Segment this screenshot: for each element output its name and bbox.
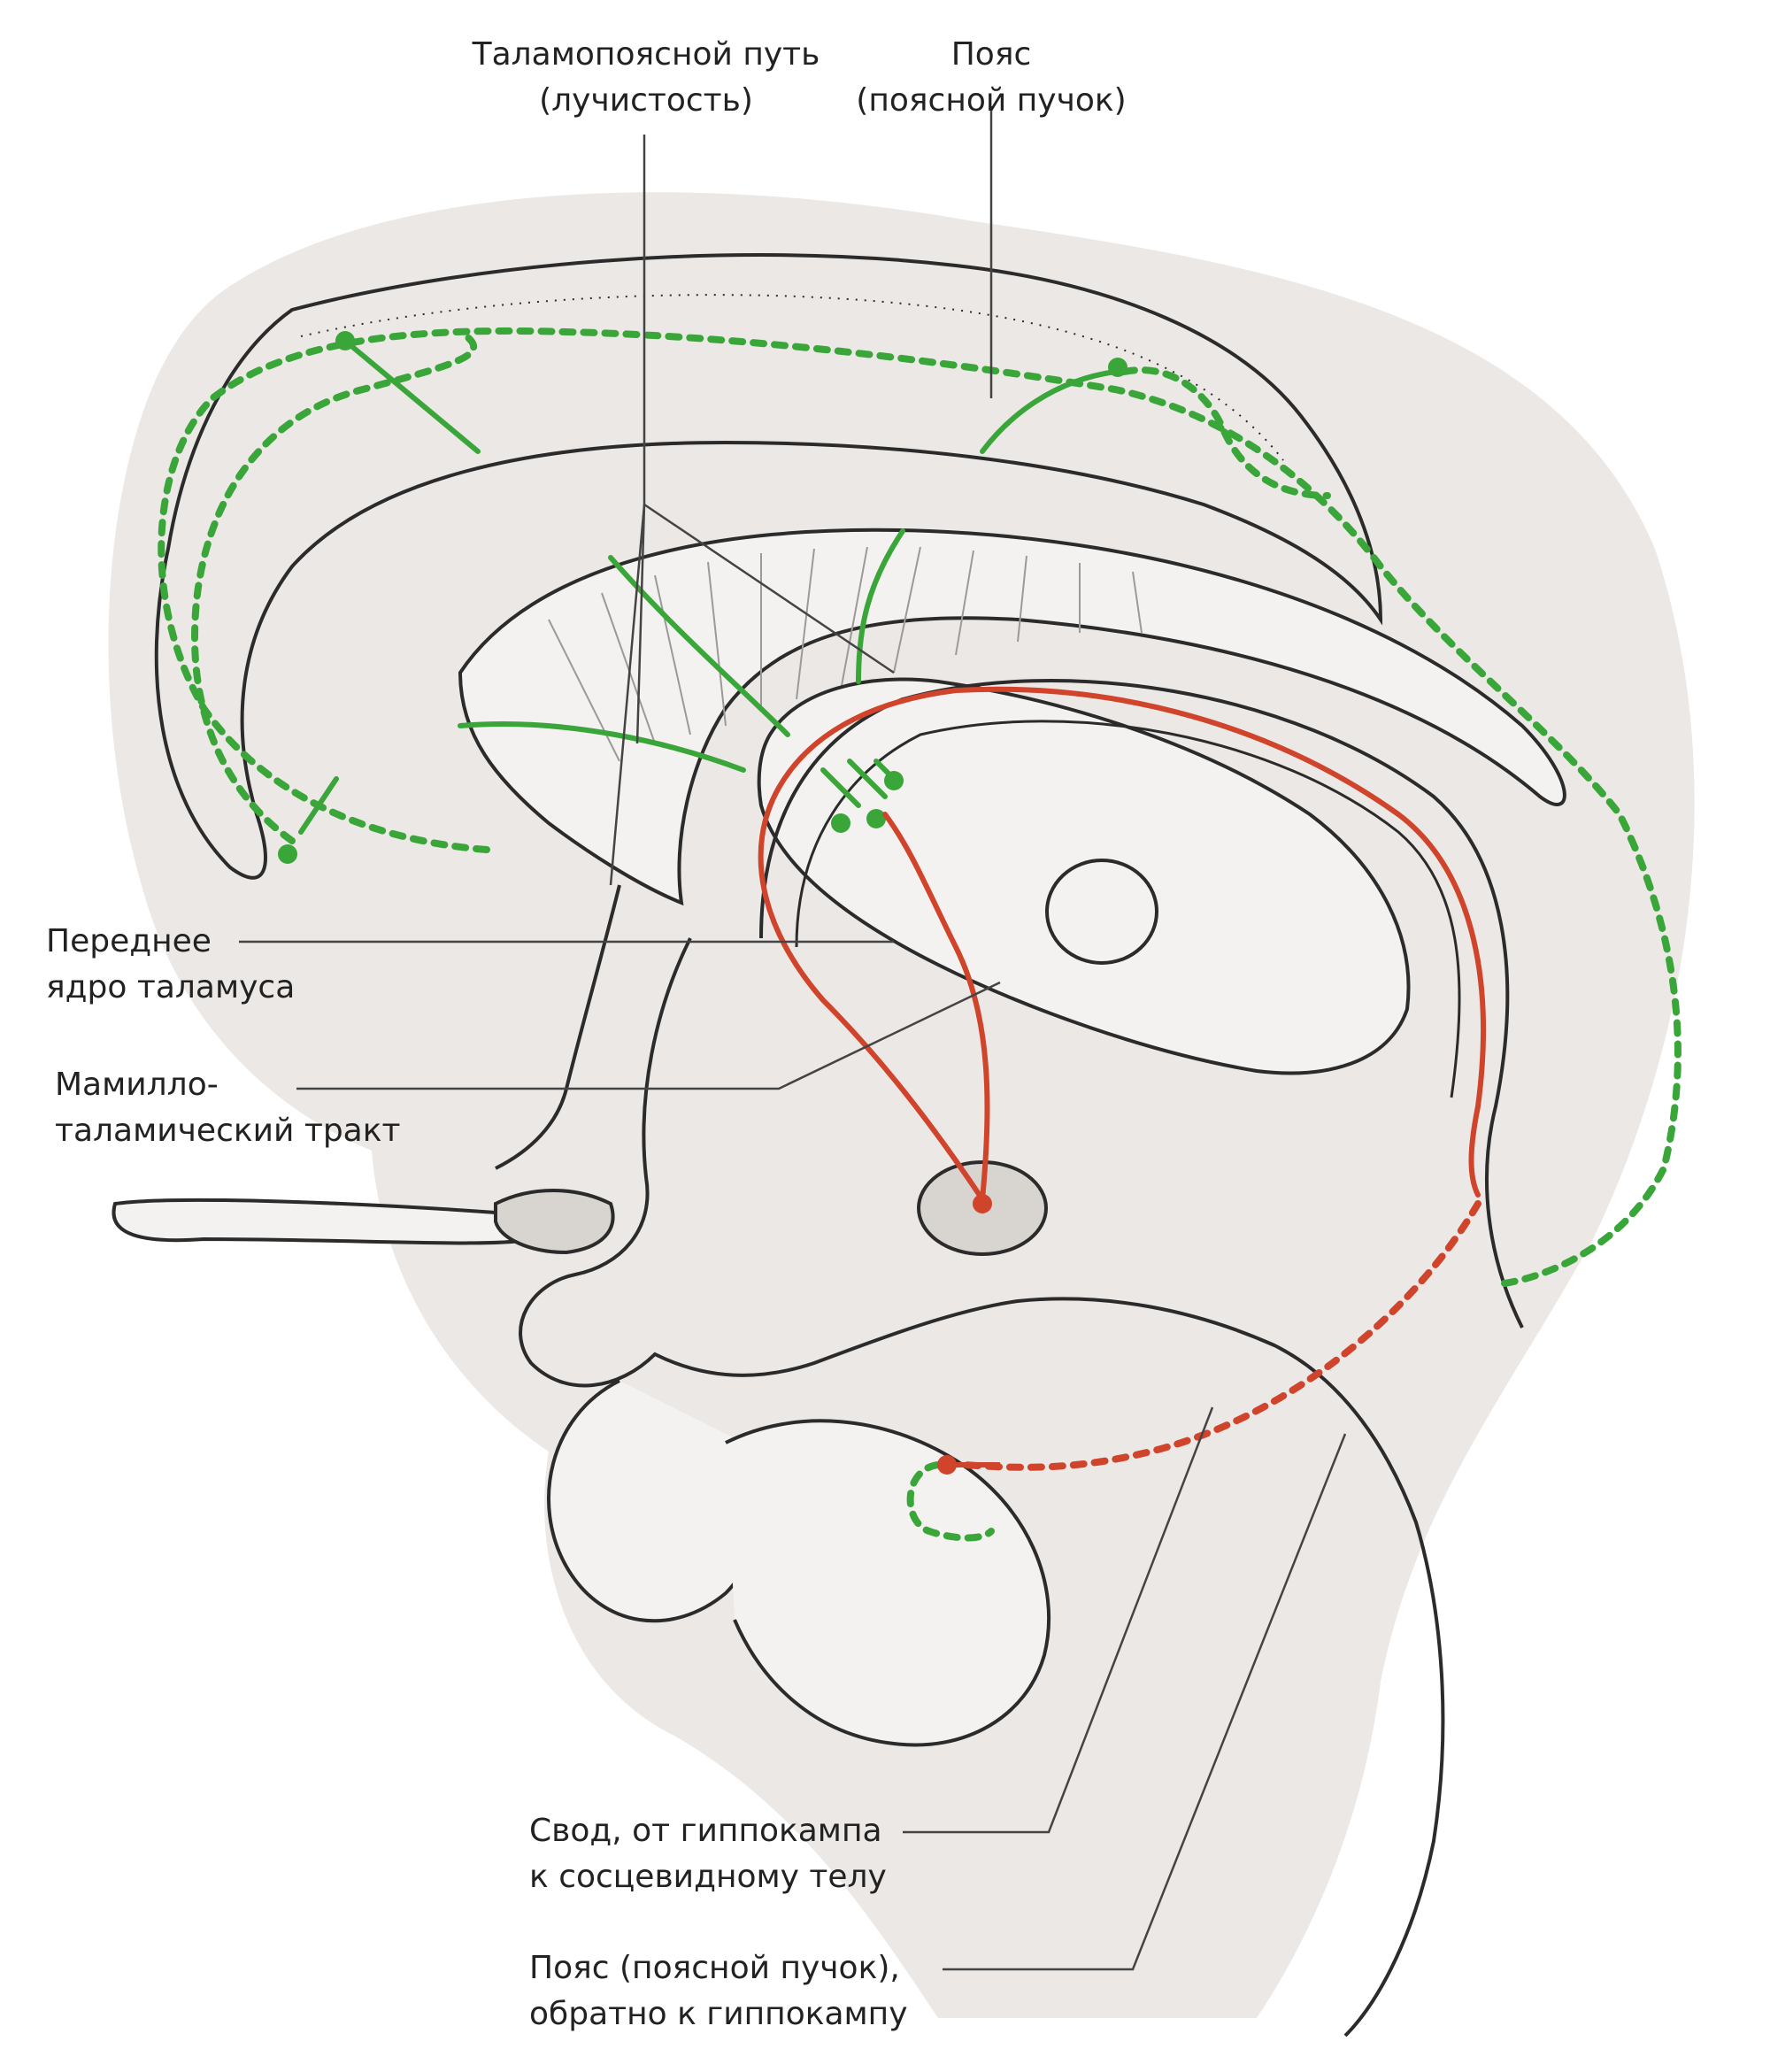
cerebellum-outline [725, 1419, 1051, 1747]
label-anterior-nucleus-line1: Переднее [46, 923, 212, 959]
label-cingulum-return: Пояс (поясной пучок), обратно к гиппокам… [529, 1945, 908, 2037]
brainstem-outline [519, 937, 1445, 2037]
optic-chiasm [494, 1189, 615, 1255]
label-thalamocingulate-pathway: Таламопоясной путь (лучистость) [460, 32, 832, 124]
cingulum-posterior-dotted [1120, 366, 1331, 499]
fornix-red-dotted-return [961, 1200, 1481, 1471]
label-cingulum-return-line2: обратно к гиппокампу [529, 1996, 908, 2032]
interthalamic-adhesion [1045, 859, 1158, 965]
thalamocingulate-radiations [298, 338, 1118, 835]
fornix-red-pathway [758, 686, 1486, 1202]
label-anterior-thalamic-nucleus: Переднее ядро таламуса [46, 919, 295, 1011]
leader-lines [239, 106, 1347, 1971]
label-anterior-nucleus-line2: ядро таламуса [46, 969, 296, 1005]
label-cingulum-return-line1: Пояс (поясной пучок), [529, 1950, 900, 1986]
label-mammillothalamic-line1: Мамилло- [55, 1067, 219, 1103]
cingulate-gyrus-outline [154, 253, 1383, 880]
radiation-hatching [548, 546, 1143, 762]
label-cingulum-line2: (поясной пучок) [856, 82, 1127, 119]
fornix-inner [795, 720, 1461, 1098]
cingulum-bundle-dotted [158, 327, 1682, 1287]
label-thalamocingulate-line1: Таламопоясной путь [472, 36, 820, 73]
fornix-outline [759, 678, 1524, 1329]
cingulum-inner-dotted [190, 328, 478, 844]
hippocampus-green-dotted [906, 1461, 995, 1542]
label-fornix: Свод, от гиппокампа к сосцевидному телу [529, 1808, 887, 1900]
label-cingulum-bundle: Пояс (поясной пучок) [841, 32, 1142, 124]
label-cingulum-line1: Пояс [950, 36, 1032, 73]
label-mammillothalamic-tract: Мамилло- таламический тракт [55, 1062, 400, 1154]
label-fornix-line1: Свод, от гиппокампа [529, 1813, 882, 1849]
green-synapse-dots [278, 331, 1127, 864]
label-fornix-line2: к сосцевидному телу [529, 1859, 887, 1895]
mammillothalamic-red-tract [882, 812, 990, 1202]
red-synapse-mammillary [973, 1194, 992, 1213]
label-mammillothalamic-line2: таламический тракт [55, 1113, 401, 1149]
corpus-callosum-outline [458, 528, 1566, 906]
label-thalamocingulate-line2: (лучистость) [539, 82, 753, 119]
